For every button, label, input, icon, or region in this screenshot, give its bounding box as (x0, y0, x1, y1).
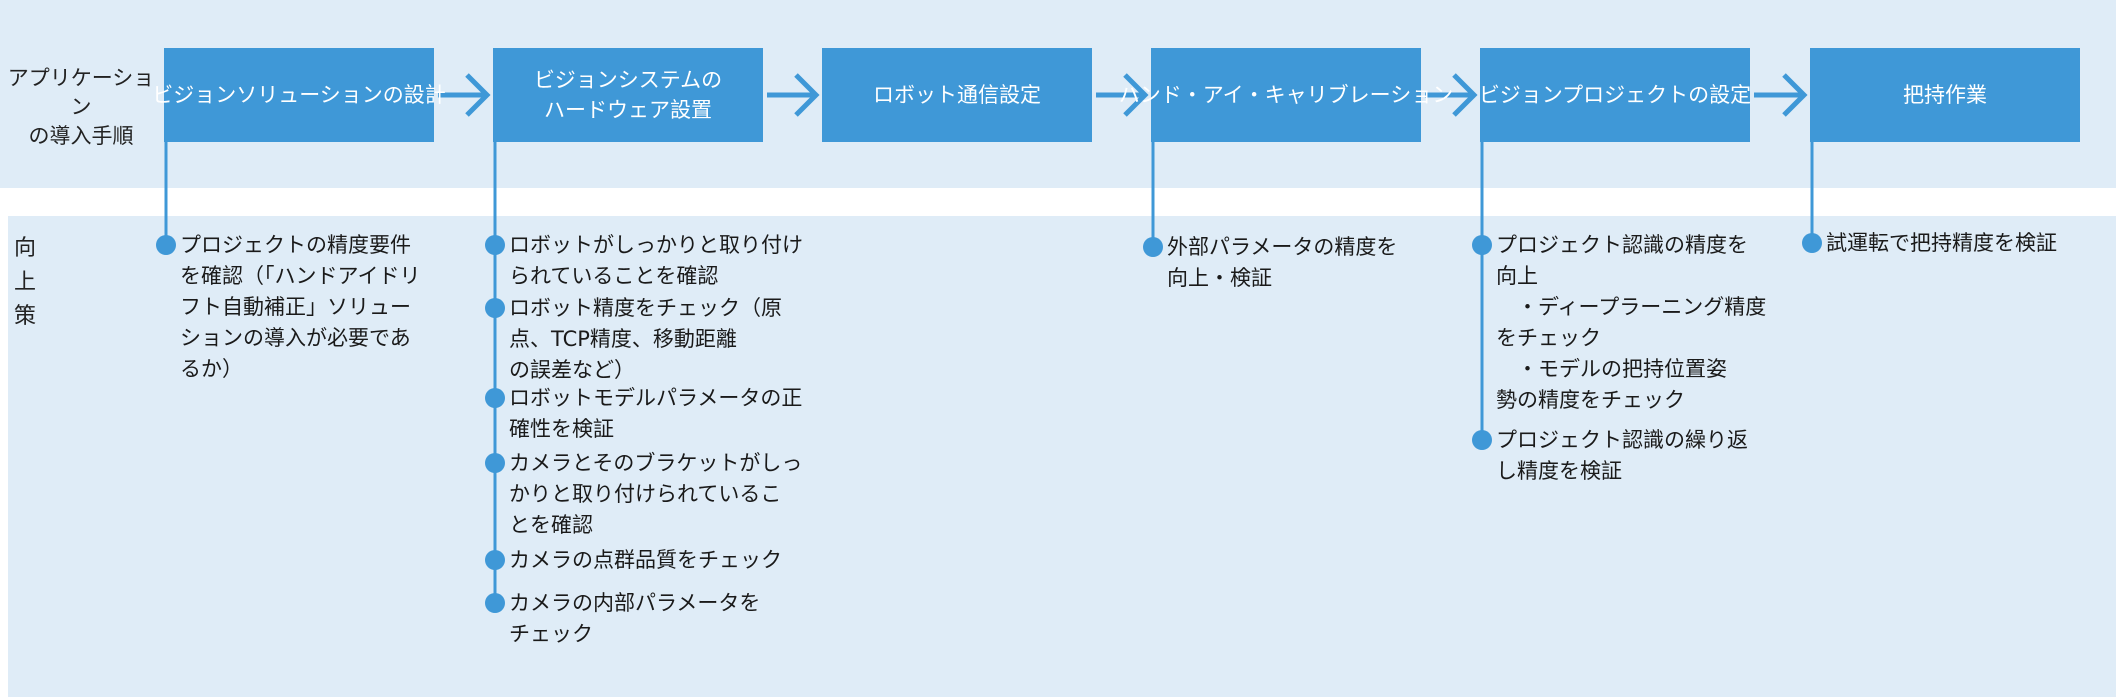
measures-row-label-char: 上 (14, 270, 37, 295)
step-label: ビジョンソリューションの設計 (152, 83, 446, 107)
step-label: ビジョンプロジェクトの設定 (1478, 83, 1752, 107)
measures-band (8, 216, 2116, 697)
measure-item-line: かりと取り付けられているこ (509, 482, 782, 506)
measure-item-line: カメラとそのブラケットがしっ (509, 451, 803, 475)
step-label: ビジョンシステムの (533, 68, 723, 92)
step-box-4: ハンド・アイ・キャリブレーション (1119, 48, 1453, 142)
measure-item-line: ロボットモデルパラメータの正 (509, 386, 803, 410)
measure-item-line: 外部パラメータの精度を (1167, 235, 1398, 259)
measure-item: プロジェクト認識の精度を向上 ・ディープラーニング精度をチェック ・モデルの把持… (1496, 230, 1766, 416)
measure-item-line: ・モデルの把持位置姿 (1496, 357, 1727, 381)
procedure-row-label-line: の導入手順 (28, 124, 134, 148)
measure-item-line: をチェック (1496, 326, 1601, 350)
measure-item-line: の誤差など） (509, 358, 635, 382)
step-box-1: ビジョンソリューションの設計 (152, 48, 446, 142)
measure-item-line: カメラの内部パラメータを (509, 591, 761, 615)
measure-item-line: ロボットがしっかりと取り付け (509, 233, 803, 257)
step-box-5: ビジョンプロジェクトの設定 (1478, 48, 1752, 142)
measure-item-line: を確認（「ハンドアイドリ (180, 264, 421, 288)
measure-item-line: 向上 (1496, 264, 1538, 288)
measure-item: ロボットモデルパラメータの正確性を検証 (509, 383, 802, 445)
measure-item: ロボット精度をチェック（原点、TCP精度、移動距離の誤差など） (509, 293, 782, 386)
measure-item-line: 勢の精度をチェック (1496, 388, 1685, 412)
measures-row-label: 向 上 策 (14, 232, 40, 334)
step-box-3: ロボット通信設定 (822, 48, 1092, 142)
measure-item-line: プロジェクト認識の繰り返 (1496, 428, 1748, 452)
measure-item: ロボットがしっかりと取り付けられていることを確認 (509, 230, 803, 292)
measure-item-line: プロジェクト認識の精度を (1496, 233, 1748, 257)
measure-item-line: プロジェクトの精度要件 (180, 233, 411, 257)
step-label: ロボット通信設定 (873, 83, 1041, 107)
measure-item-line: とを確認 (509, 513, 593, 537)
measure-item: プロジェクトの精度要件を確認（「ハンドアイドリフト自動補正」ソリューションの導入… (180, 230, 420, 385)
measure-item: 試運転で把持精度を検証 (1826, 228, 2057, 259)
measure-item-line: チェック (509, 622, 593, 646)
procedure-row-label-line: アプリケーション (7, 66, 155, 119)
measures-row-label-char: 向 (14, 236, 37, 261)
step-label: 把持作業 (1903, 83, 1987, 107)
measure-item-line: ・ディープラーニング精度 (1496, 295, 1767, 319)
measure-item: カメラとそのブラケットがしっかりと取り付けられていることを確認 (509, 448, 802, 541)
measure-item-line: られていることを確認 (509, 264, 719, 288)
step-label: ハンド・アイ・キャリブレーション (1118, 83, 1454, 107)
measure-item-line: 試運転で把持精度を検証 (1826, 231, 2057, 255)
step-label: ハードウェア設置 (544, 98, 712, 122)
measure-item-line: るか） (180, 357, 243, 381)
measure-item-line: 向上・検証 (1167, 266, 1272, 290)
measure-item-line: ロボット精度をチェック（原 (509, 296, 782, 320)
measure-item-line: カメラの点群品質をチェック (509, 548, 782, 572)
measure-item-line: 確性を検証 (509, 417, 614, 441)
measure-item: プロジェクト認識の繰り返し精度を検証 (1496, 425, 1748, 487)
step-box-2: ビジョンシステムのハードウェア設置 (493, 48, 763, 142)
step-box-6: 把持作業 (1810, 48, 2080, 142)
measures-row-label-char: 策 (14, 304, 37, 329)
procedure-row-label: アプリケーション の導入手順 (6, 64, 156, 151)
measure-item: カメラの点群品質をチェック (509, 545, 782, 576)
measure-item: 外部パラメータの精度を向上・検証 (1167, 232, 1397, 294)
measure-item-line: し精度を検証 (1496, 459, 1622, 483)
measure-item: カメラの内部パラメータをチェック (509, 588, 760, 650)
measure-item-line: フト自動補正」ソリュー (180, 295, 411, 319)
measure-item-line: ションの導入が必要であ (180, 326, 411, 350)
measure-item-line: 点、TCP精度、移動距離 (509, 327, 737, 351)
